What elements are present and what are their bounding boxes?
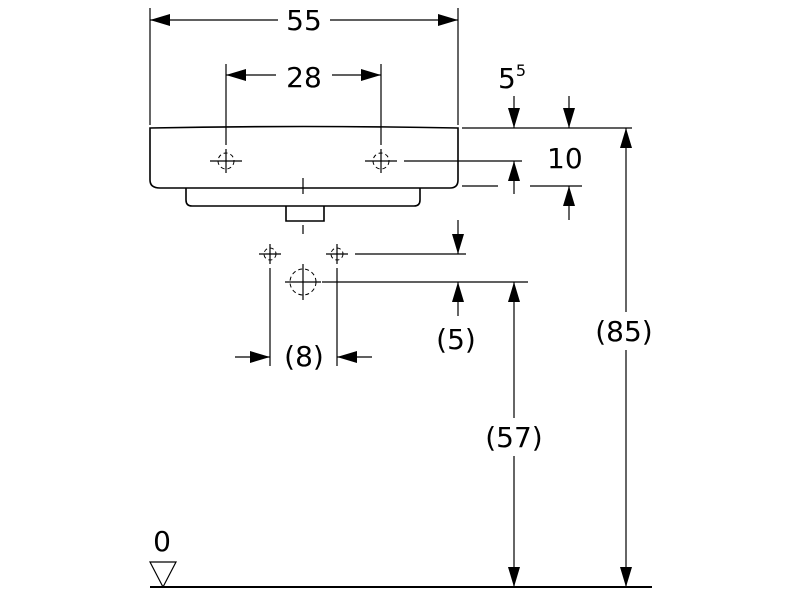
connection-left: [259, 244, 281, 264]
connection-right: [326, 244, 348, 264]
waste-connection: [285, 264, 321, 300]
floor-level: 0: [149, 525, 652, 589]
rim-offset-label: 55: [498, 61, 526, 95]
waste-height-label: (57): [485, 421, 542, 454]
overall-width-label: 55: [286, 4, 322, 37]
rim-extension-lines: [404, 127, 632, 187]
dimension-rim-offset: 55: [498, 61, 575, 128]
rim-height-label: (85): [595, 315, 652, 348]
floor-level-label: 0: [153, 525, 171, 558]
dimension-rim-height: (85): [595, 128, 653, 587]
dimension-overall-width: 55: [149, 4, 459, 125]
floor-level-marker-icon: [149, 561, 177, 589]
dimension-tap-hole-depth: 10: [508, 142, 583, 220]
dimension-waste-offset: (5): [322, 220, 528, 356]
tap-hole-left: [210, 149, 242, 173]
tap-hole-spacing-label: 28: [286, 61, 322, 94]
dimension-waste-height: (57): [485, 282, 543, 587]
dimension-tap-hole-spacing: 28: [225, 61, 382, 145]
dimension-waste-connection-spacing: (8): [235, 268, 372, 373]
tap-hole-right: [365, 149, 397, 173]
waste-connection-spacing-label: (8): [284, 340, 324, 373]
basin-outline: [149, 125, 459, 234]
tap-hole-depth-label: 10: [547, 142, 583, 175]
waste-offset-label: (5): [436, 323, 476, 356]
